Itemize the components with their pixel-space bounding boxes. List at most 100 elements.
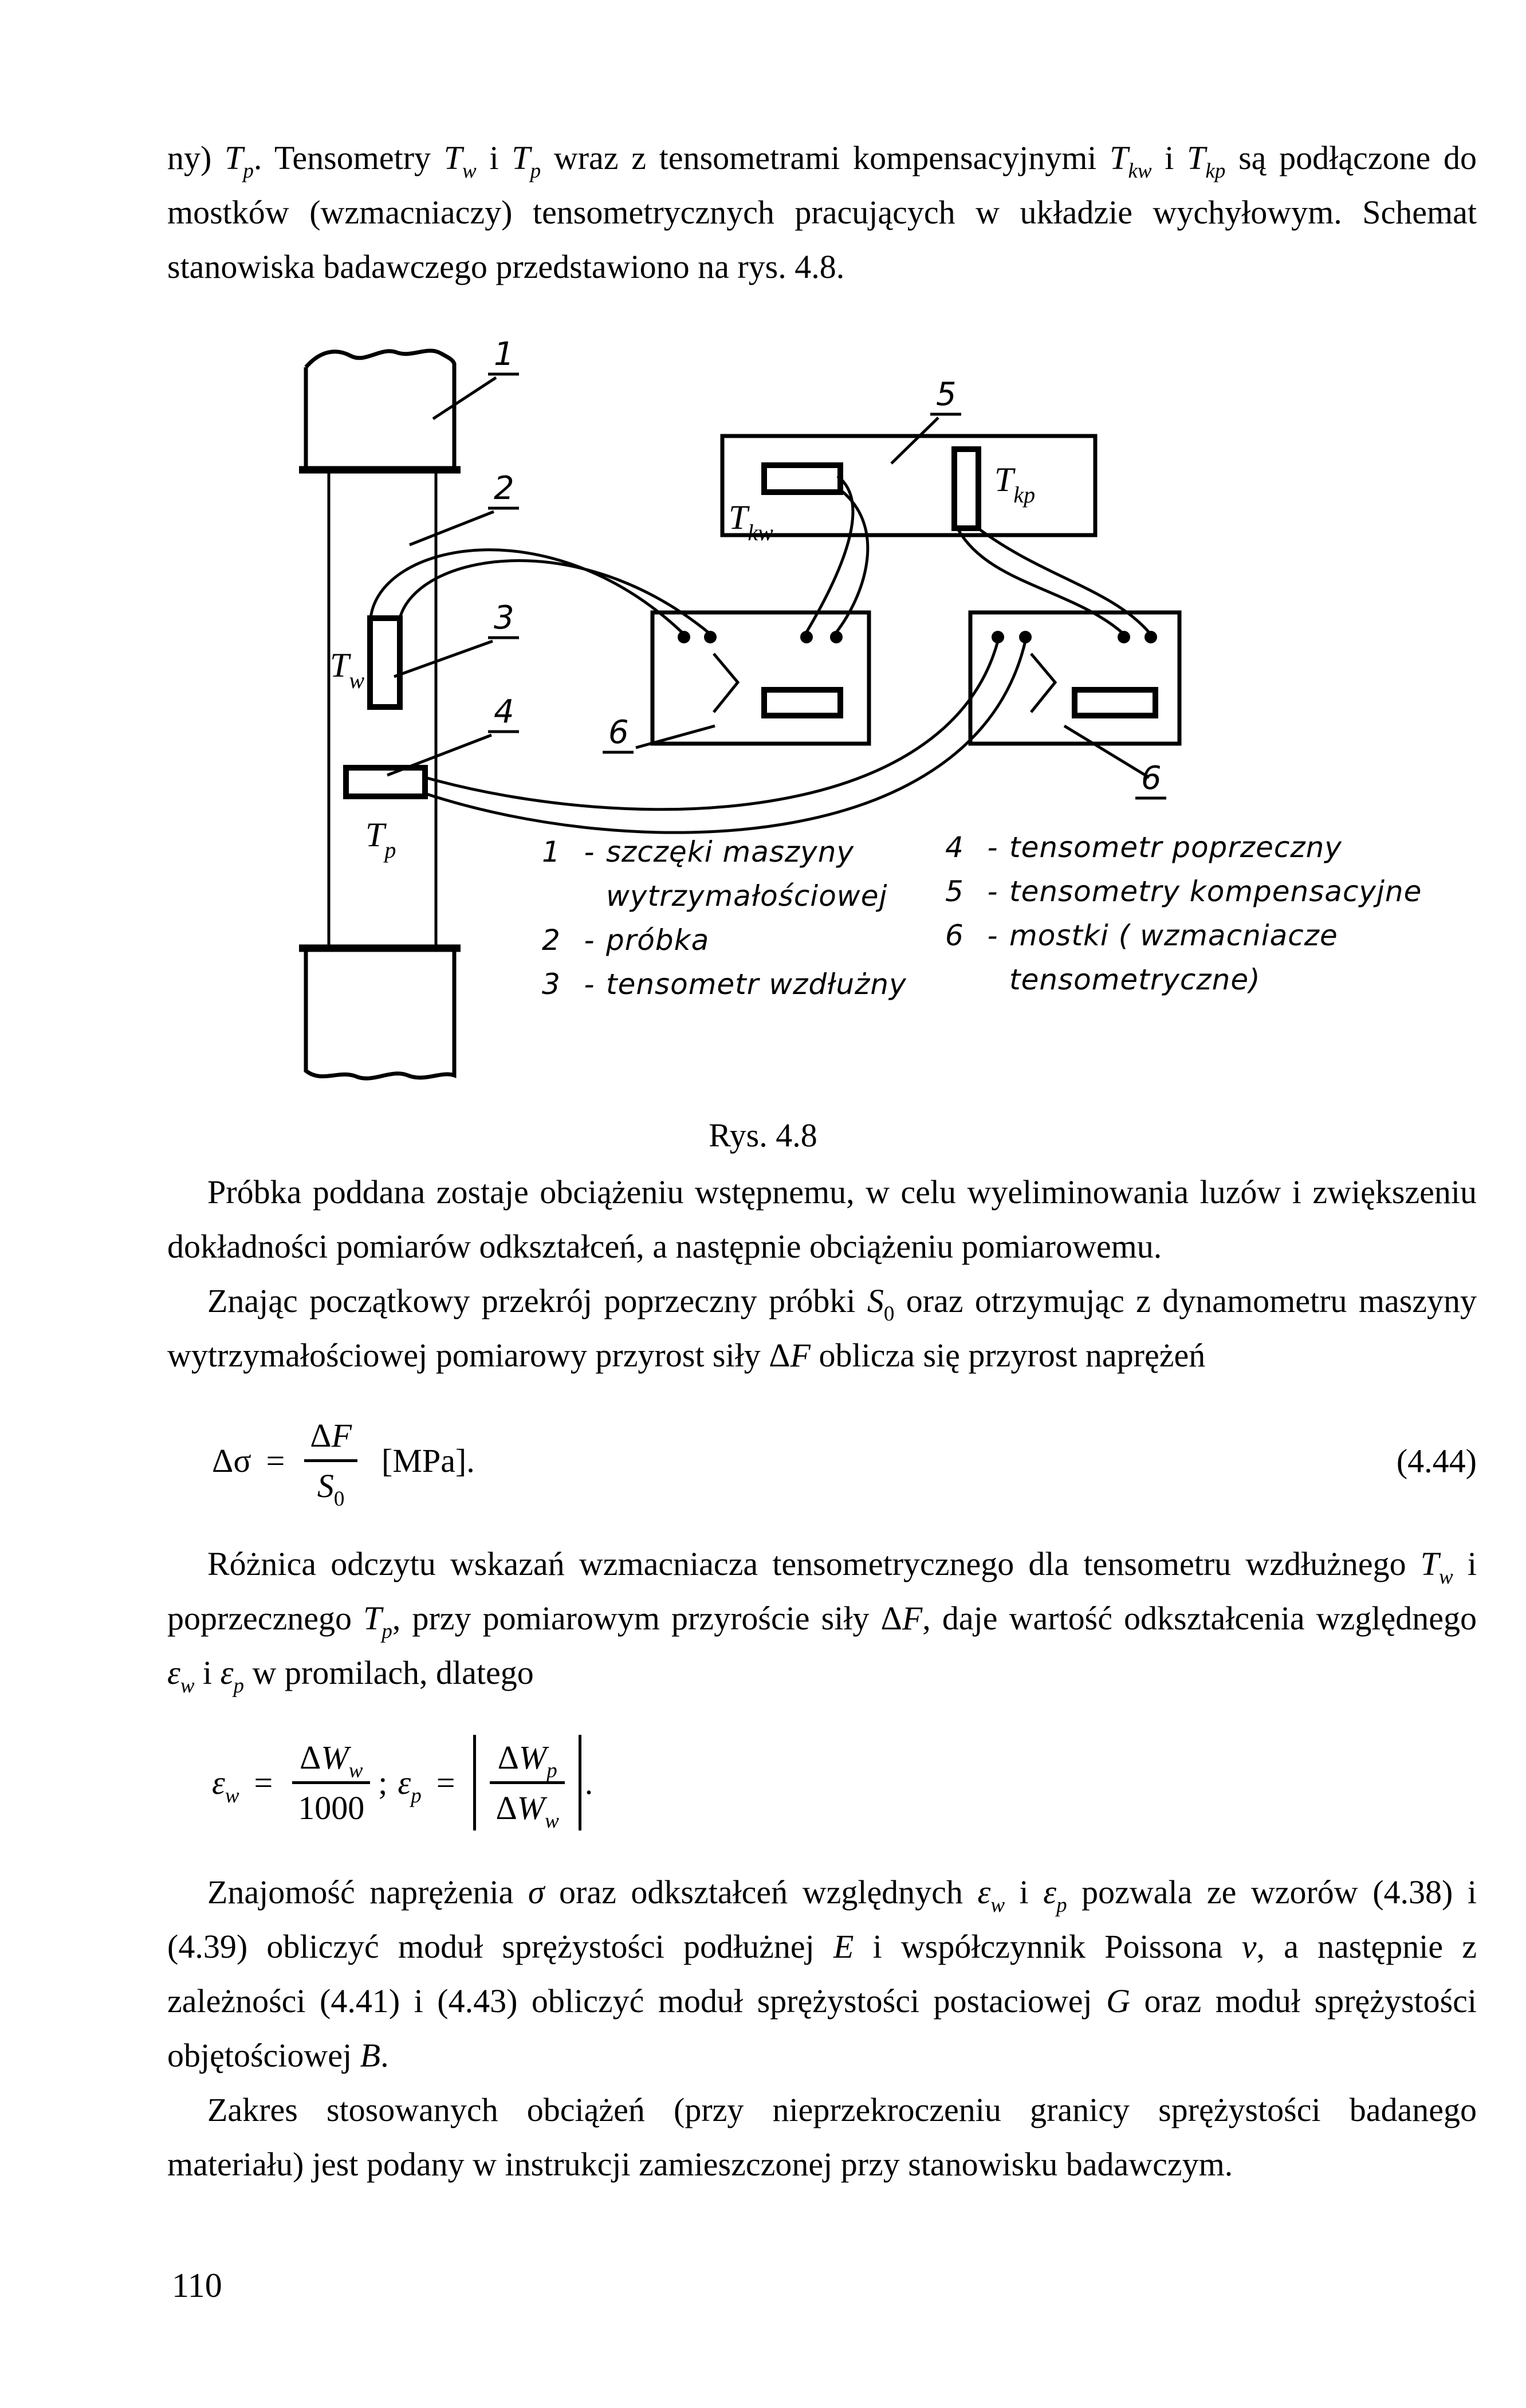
- paragraph-zakres: Zakres stosowanych obciążeń (przy nieprz…: [167, 2083, 1477, 2191]
- label-tw: Tw: [330, 646, 364, 693]
- text-segment: p: [233, 1674, 245, 1698]
- text-segment: p: [530, 159, 541, 183]
- eps-p-lhs: εp: [398, 1763, 421, 1806]
- leader-line-6-right: [1063, 724, 1150, 779]
- cable-tw-a: [369, 548, 684, 634]
- text-segment: Różnica odczytu wskazań wzmacniacza tens…: [207, 1545, 1421, 1582]
- text-segment: kp: [1205, 159, 1226, 183]
- meter-window: [1072, 687, 1158, 718]
- fraction-dww-1000: ΔWw 1000: [292, 1738, 371, 1827]
- terminal-dot: [678, 631, 690, 643]
- leader-line-6-left: [635, 724, 715, 749]
- amplifier-left: [650, 610, 871, 746]
- text-segment: T: [1110, 139, 1128, 176]
- figure-label-1: 1: [494, 336, 514, 373]
- tensometer-tw: [367, 615, 403, 710]
- terminal-dot: [1019, 631, 1032, 643]
- legend-number: 3: [542, 968, 561, 1001]
- eq-lhs: Δσ: [212, 1441, 251, 1480]
- equals-sign: =: [436, 1763, 455, 1801]
- cable-tp-a: [424, 641, 1000, 811]
- epsilon-symbol: ε: [398, 1763, 411, 1801]
- text-segment: , przy pomiarowym przyroście siły: [392, 1600, 881, 1637]
- text-segment: i: [1151, 139, 1187, 176]
- terminal-dot: [830, 631, 843, 643]
- text-segment: Próbka poddana zostaje obciążeniu wstępn…: [167, 1173, 1477, 1265]
- text-segment: T: [512, 139, 530, 176]
- legend-dash: -: [584, 835, 595, 869]
- legend-dash: -: [987, 831, 998, 864]
- terminal-dot: [1144, 631, 1157, 643]
- legend-text: próbka: [606, 924, 710, 957]
- text-segment: w: [462, 159, 477, 183]
- fraction-denominator: S0: [304, 1462, 357, 1510]
- terminal-dot: [704, 631, 717, 643]
- text-segment: i: [194, 1654, 221, 1691]
- text-segment: w promilach, dlatego: [244, 1654, 534, 1691]
- figure-label-6-right: 6: [1141, 760, 1162, 797]
- figure-legend-left: 1 - szczęki maszyny wytrzymałościowej 2 …: [542, 830, 920, 1007]
- lower-jaw: [304, 948, 457, 1081]
- delta-symbol: Δ: [497, 1738, 519, 1776]
- legend-item-4: 4 - tensometr poprzeczny: [945, 826, 1461, 870]
- fraction-numerator: ΔWw: [292, 1738, 371, 1784]
- test-stand-diagram: 1 2 3 4 5 6 6: [299, 336, 1182, 1081]
- legend-text: szczęki maszyny wytrzymałościowej: [606, 835, 888, 913]
- sigma-symbol: σ: [233, 1442, 251, 1479]
- text-segment: F: [790, 1337, 811, 1374]
- subscript: w: [545, 1809, 559, 1833]
- leader-line-1: [432, 376, 497, 421]
- chevron-indicator: [713, 653, 740, 713]
- subscript: p: [546, 1758, 557, 1782]
- legend-number: 1: [542, 835, 561, 869]
- legend-number: 2: [542, 924, 561, 957]
- text-segment: .: [380, 2037, 389, 2074]
- figure-label-5: 5: [936, 376, 957, 413]
- fraction-df-s0: ΔF S0: [304, 1416, 358, 1510]
- fraction-denominator: ΔWw: [490, 1784, 564, 1832]
- cable-tkw-a: [804, 475, 855, 634]
- meter-window: [761, 687, 843, 718]
- text-segment: i: [476, 139, 512, 176]
- figure-label-6-left: 6: [608, 714, 629, 751]
- text-segment: S: [867, 1282, 884, 1319]
- subscript: w: [225, 1784, 239, 1808]
- text-segment: Znajomość naprężenia: [207, 1873, 528, 1911]
- text-segment: 0: [883, 1302, 895, 1326]
- text-segment: i: [1005, 1873, 1044, 1911]
- leader-line-3: [394, 639, 493, 678]
- text-segment: T: [225, 139, 243, 176]
- epsilon-symbol: ε: [212, 1763, 225, 1801]
- delta-symbol: Δ: [212, 1442, 234, 1479]
- text-segment: T: [1420, 1545, 1440, 1582]
- text-segment: F: [902, 1600, 923, 1637]
- cable-tw-b: [398, 559, 710, 634]
- subscript: p: [411, 1784, 422, 1808]
- legend-number: 5: [945, 875, 964, 908]
- legend-item-5: 5 - tensometry kompensacyjne: [945, 870, 1461, 914]
- paragraph-znajomosc: Znajomość naprężenia σ oraz odkształceń …: [167, 1865, 1477, 2083]
- text-segment: wraz z tensometrami kompensacyjnymi: [541, 139, 1110, 176]
- legend-text: mostki ( wzmacniacze tensometryczne): [1009, 919, 1338, 996]
- terminal-dot: [1118, 631, 1130, 643]
- text-segment: są podłączone do mostków (wzmacniaczy) t…: [167, 139, 1477, 285]
- text-segment: B: [360, 2037, 381, 2074]
- label-tkp: Tkp: [994, 461, 1035, 508]
- fraction-numerator: ΔWp: [490, 1738, 565, 1784]
- legend-text: tensometr poprzeczny: [1009, 831, 1342, 864]
- eps-w-lhs: εw: [212, 1763, 239, 1806]
- text-segment: , daje wartość odkształcenia względnego: [922, 1600, 1477, 1637]
- label-tkw: Tkw: [729, 498, 773, 545]
- paragraph-roznica: Różnica odczytu wskazań wzmacniacza tens…: [167, 1537, 1477, 1700]
- text-segment: . Tensometry: [253, 139, 444, 176]
- figure-legend-right: 4 - tensometr poprzeczny 5 - tensometry …: [945, 826, 1461, 1002]
- text-segment: T: [363, 1600, 382, 1637]
- legend-item-1: 1 - szczęki maszyny wytrzymałościowej: [542, 830, 920, 918]
- text-segment: σ: [528, 1873, 545, 1911]
- text-segment: ε: [167, 1654, 180, 1691]
- subscript: w: [348, 1758, 363, 1782]
- unit-mpa: [MPa].: [382, 1442, 475, 1479]
- figure-label-3: 3: [494, 599, 514, 637]
- cable-tkp-b: [976, 527, 1151, 634]
